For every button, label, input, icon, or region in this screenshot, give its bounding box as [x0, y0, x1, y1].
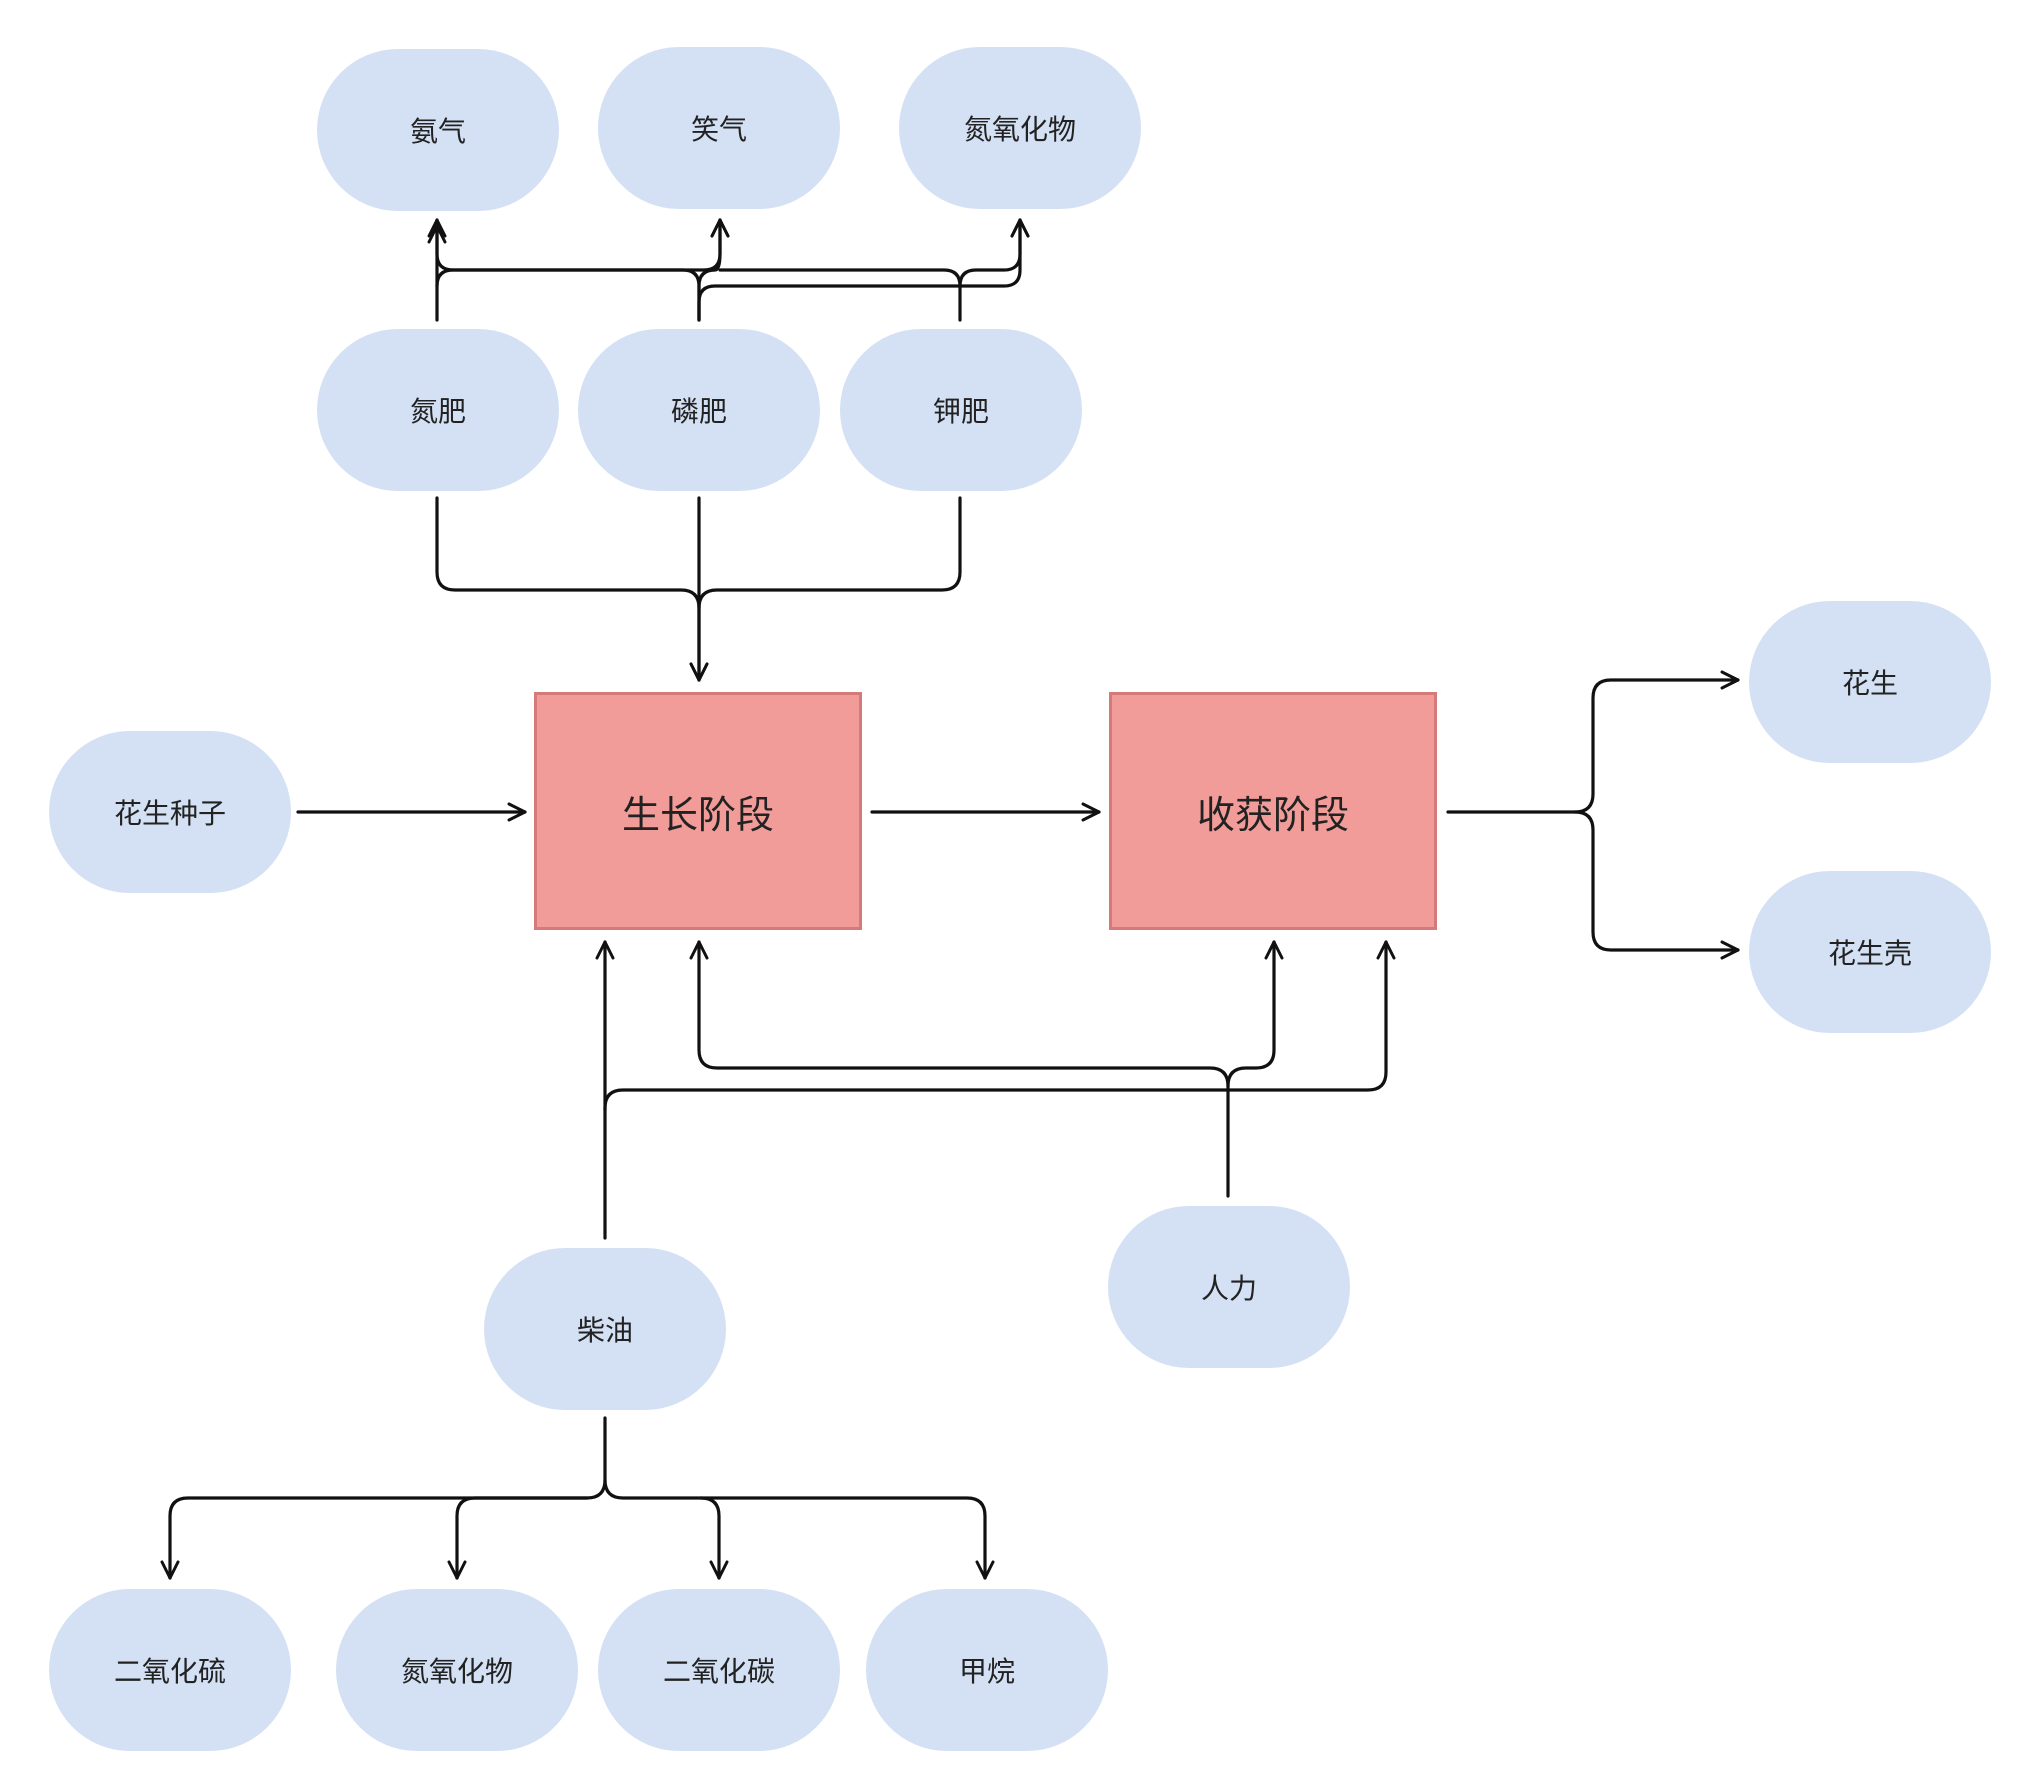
edge-diesel-to-nitrogen-oxides — [447, 1496, 589, 1580]
node-harvest-stage: 收获阶段 — [1109, 692, 1437, 930]
edge-diesel-to-carbon-dioxide — [603, 1478, 729, 1580]
edge-nitrogen-to-ammonia-bus — [718, 268, 962, 288]
node-peanut-seed: 花生种子 — [49, 731, 291, 893]
edge-harvest-to-peanut — [1446, 670, 1740, 814]
edge-diesel-to-harvest — [603, 940, 1396, 1112]
node-phosphate-fertilizer: 磷肥 — [578, 329, 820, 491]
node-methane: 甲烷 — [866, 1589, 1108, 1751]
edge-nitrogen-fertilizer-to-growth — [435, 496, 709, 682]
node-potash-fertilizer: 钾肥 — [840, 329, 1082, 491]
edge-labor-to-growth — [689, 940, 1230, 1198]
node-ammonia: 氨气 — [317, 49, 559, 211]
edge-phosphate-to-nitrogen-oxides — [697, 218, 1030, 322]
node-laughing-gas: 笑气 — [598, 47, 840, 209]
node-peanut: 花生 — [1749, 601, 1991, 763]
edge-phosphate-to-laughing-gas — [697, 218, 730, 322]
edge-diesel-to-methane — [699, 1496, 995, 1580]
node-labor: 人力 — [1108, 1206, 1350, 1368]
node-carbon-dioxide: 二氧化碳 — [598, 1589, 840, 1751]
edge-potash-to-nitrogen-oxides — [958, 218, 1030, 322]
node-nitrogen-fertilizer: 氮肥 — [317, 329, 559, 491]
edge-nitrogen-fertilizer-to-laughing-gas — [435, 218, 730, 288]
node-diesel: 柴油 — [484, 1248, 726, 1410]
node-peanut-shell: 花生壳 — [1749, 871, 1991, 1033]
edge-potash-to-growth — [697, 496, 962, 610]
node-nitrogen-oxides-bottom: 氮氧化物 — [336, 1589, 578, 1751]
node-nitrogen-oxides-top: 氮氧化物 — [899, 47, 1141, 209]
edge-diesel-to-sulfur-dioxide — [160, 1416, 607, 1580]
edge-harvest-to-peanut-shell — [1573, 810, 1740, 960]
edge-phosphate-to-ammonia — [427, 218, 701, 322]
edge-labor-to-harvest — [1226, 940, 1284, 1088]
node-sulfur-dioxide: 二氧化硫 — [49, 1589, 291, 1751]
node-growth-stage: 生长阶段 — [534, 692, 862, 930]
